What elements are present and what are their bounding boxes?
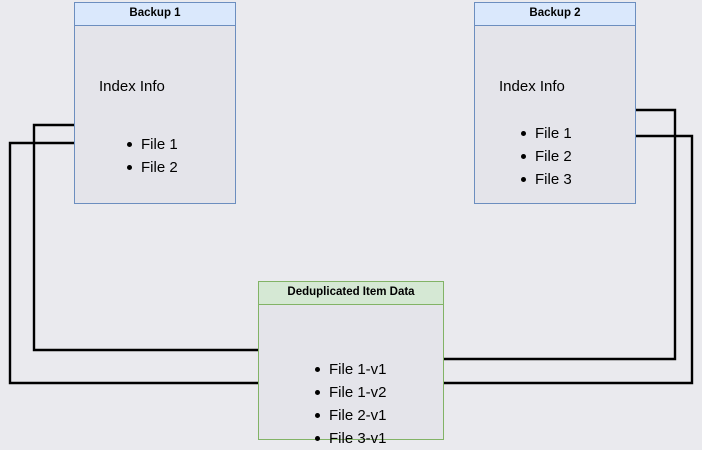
node-deduplicated-item-data-header: Deduplicated Item Data — [259, 282, 443, 305]
node-backup-1-file-list: File 1 File 2 — [125, 133, 178, 179]
node-deduplicated-item-data-list: File 1-v1 File 1-v2 File 2-v1 File 3-v1 — [313, 358, 387, 450]
list-item: File 2 — [125, 156, 178, 179]
list-item: File 2 — [519, 145, 572, 168]
node-backup-2-file-list: File 1 File 2 File 3 — [519, 122, 572, 191]
node-backup-1-header: Backup 1 — [75, 3, 235, 26]
list-item: File 2-v1 — [313, 404, 387, 427]
node-backup-2-header: Backup 2 — [475, 3, 635, 26]
list-item: File 1 — [125, 133, 178, 156]
list-item: File 1-v2 — [313, 381, 387, 404]
node-backup-2[interactable]: Backup 2 Index Info File 1 File 2 File 3 — [474, 2, 636, 204]
node-backup-1-index-label: Index Info — [99, 77, 165, 95]
node-backup-2-index-label: Index Info — [499, 77, 565, 95]
node-backup-1[interactable]: Backup 1 Index Info File 1 File 2 — [74, 2, 236, 204]
list-item: File 3 — [519, 168, 572, 191]
list-item: File 3-v1 — [313, 427, 387, 450]
node-deduplicated-item-data[interactable]: Deduplicated Item Data File 1-v1 File 1-… — [258, 281, 444, 447]
list-item: File 1 — [519, 122, 572, 145]
list-item: File 1-v1 — [313, 358, 387, 381]
